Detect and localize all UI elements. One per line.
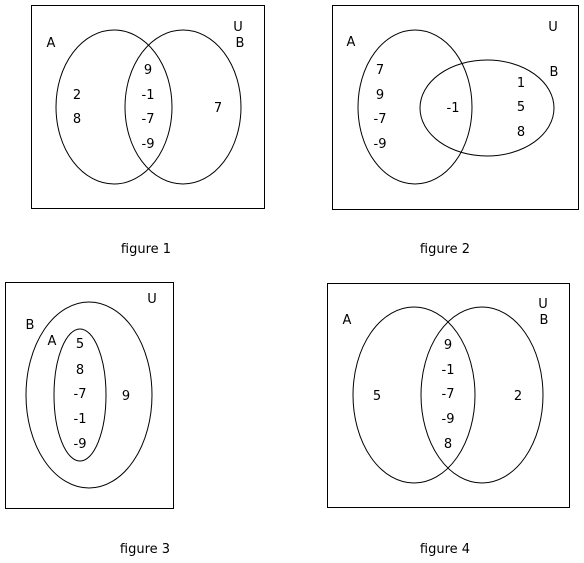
set-a-label: A	[47, 36, 56, 51]
only-b-value: 5	[517, 100, 525, 115]
set-a-ellipse	[357, 29, 473, 185]
only-a-value: 8	[73, 112, 81, 127]
universe-label: U	[147, 292, 157, 307]
intersection-value: 8	[444, 437, 452, 452]
set-a-value: -1	[74, 412, 87, 427]
universe-box	[31, 5, 265, 209]
only-a-value: -9	[374, 137, 387, 152]
set-b-label: B	[236, 36, 245, 51]
only-b-value: 7	[214, 101, 222, 116]
intersection-value: -1	[442, 363, 455, 378]
set-b-only-value: 9	[122, 389, 130, 404]
only-b-value: 2	[514, 389, 522, 404]
intersection-value: -9	[442, 412, 455, 427]
universe-label: U	[538, 297, 548, 312]
set-b-ellipse	[420, 306, 544, 484]
set-a-ellipse	[53, 328, 107, 462]
only-b-value: 1	[517, 76, 525, 91]
set-b-label: B	[550, 65, 559, 80]
set-a-value: -9	[74, 437, 87, 452]
figure-1: U A B 2 8 9 -1 -7 -9 7 figure 1	[31, 5, 265, 257]
set-a-value: 5	[76, 337, 84, 352]
set-a-value: 8	[76, 363, 84, 378]
universe-box	[327, 283, 570, 508]
set-a-ellipse	[55, 29, 173, 185]
universe-label: U	[548, 20, 558, 35]
only-a-value: 2	[73, 88, 81, 103]
figure-caption: figure 4	[420, 542, 470, 557]
universe-box	[5, 282, 174, 509]
only-a-value: 5	[373, 389, 381, 404]
set-a-label: A	[343, 313, 352, 328]
intersection-value: -9	[142, 137, 155, 152]
set-a-label: A	[48, 334, 57, 349]
only-b-value: 8	[517, 125, 525, 140]
intersection-value: -1	[142, 88, 155, 103]
only-a-value: -7	[374, 112, 387, 127]
figure-2: U A B 7 9 -7 -9 -1 1 5 8 figure 2	[332, 5, 579, 257]
figure-caption: figure 3	[120, 542, 170, 557]
figure-caption: figure 1	[121, 242, 171, 257]
set-a-value: -7	[74, 387, 87, 402]
figure-4: U A B 5 9 -1 -7 -9 8 2 figure 4	[327, 283, 570, 557]
intersection-value: -1	[447, 101, 460, 116]
intersection-value: -7	[442, 387, 455, 402]
set-b-label: B	[540, 313, 549, 328]
only-a-value: 9	[376, 88, 384, 103]
intersection-value: -7	[142, 112, 155, 127]
intersection-value: 9	[144, 63, 152, 78]
figure-caption: figure 2	[420, 242, 470, 257]
set-b-label: B	[26, 318, 35, 333]
set-b-ellipse	[419, 59, 555, 157]
intersection-value: 9	[444, 338, 452, 353]
set-b-ellipse	[124, 29, 242, 185]
set-a-label: A	[347, 35, 356, 50]
set-a-ellipse	[352, 306, 476, 484]
universe-label: U	[233, 20, 243, 35]
figure-3: U B A 5 8 -7 -1 -9 9 figure 3	[5, 282, 174, 557]
universe-box	[332, 5, 579, 210]
set-b-ellipse	[25, 301, 153, 489]
only-a-value: 7	[376, 63, 384, 78]
